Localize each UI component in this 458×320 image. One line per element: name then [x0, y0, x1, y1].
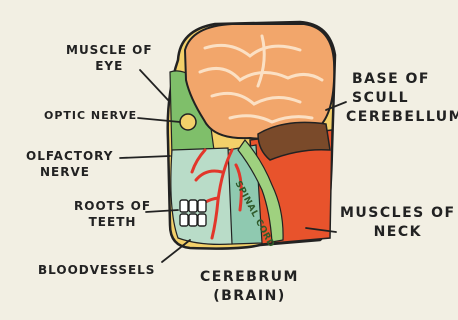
label-muscle-of-eye-line1: MUSCLE OF [66, 42, 153, 58]
label-cerebellum: CEREBELLUM [346, 108, 458, 127]
label-olfactory-nerve: OLFACTORY NERVE [26, 148, 113, 180]
label-base-of-scull: BASE OF SCULL CEREBELLUM [346, 70, 458, 127]
label-roots-of-teeth: ROOTS OF TEETH [74, 198, 151, 230]
label-olfactory-line2: NERVE [26, 164, 113, 180]
label-base-line2: SCULL [346, 89, 458, 108]
optic-nerve-circle [180, 114, 196, 130]
label-roots-line2: TEETH [74, 214, 151, 230]
label-roots-line1: ROOTS OF [74, 198, 151, 214]
label-muscle-of-eye: MUSCLE OF EYE [66, 42, 153, 74]
label-bloodvessels: BLOODVESSELS [38, 262, 155, 278]
label-neck-line2: NECK [340, 223, 456, 242]
label-cerebrum-line2: (BRAIN) [200, 287, 299, 306]
label-base-line1: BASE OF [346, 70, 458, 89]
label-neck-line1: MUSCLES OF [340, 204, 456, 223]
label-cerebrum-line1: CEREBRUM [200, 268, 299, 287]
label-muscle-of-eye-line2: EYE [66, 58, 153, 74]
label-cerebrum-brain: CEREBRUM (BRAIN) [200, 268, 299, 306]
label-muscles-of-neck: MUSCLES OF NECK [340, 204, 456, 242]
face-lower-region [171, 148, 232, 244]
label-olfactory-line1: OLFACTORY [26, 148, 113, 164]
label-optic-nerve: OPTIC NERVE [44, 108, 137, 124]
